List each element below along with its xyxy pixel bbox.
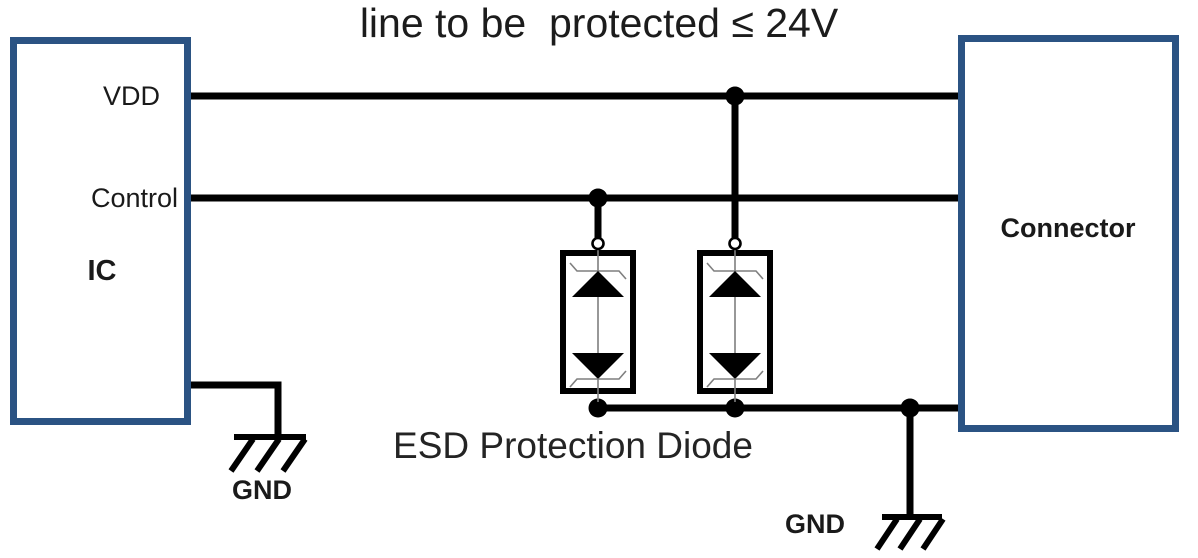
esd-diode-package-1 (560, 236, 636, 402)
diode-pin-circle (728, 236, 742, 251)
diode-pin-circle (591, 236, 605, 251)
diode-down-triangle (572, 353, 624, 379)
junction-dot-rail-gnd (900, 398, 920, 418)
junction-dot-rail-mid (725, 398, 745, 418)
gnd-label-left: GND (232, 475, 292, 505)
junction-dot-vdd (725, 86, 745, 106)
gnd-symbol-left (228, 434, 308, 473)
zener-bar-bottom (569, 370, 627, 388)
junction-dot-control (588, 188, 608, 208)
protected-line-title: line to be protected ≤ 24V (359, 0, 839, 46)
connector-box (958, 35, 1179, 432)
esd-protection-caption: ESD Protection Diode (393, 425, 753, 466)
ic-gnd-wire (191, 381, 282, 437)
diode-down-triangle (709, 353, 761, 379)
gnd-label-right: GND (785, 509, 845, 539)
gnd-symbol-right (874, 514, 946, 551)
connector-label: Connector (1000, 213, 1136, 243)
ic-pin-label-control: Control (90, 183, 178, 213)
ic-label: IC (87, 255, 117, 287)
ic-box (10, 37, 191, 425)
junction-dot-rail-left (588, 398, 608, 418)
diode-up-triangle (572, 271, 624, 297)
diode-up-triangle (709, 271, 761, 297)
esd-diode-package-2 (697, 236, 773, 402)
zener-bar-bottom (706, 370, 764, 388)
ic-pin-label-vdd: VDD (102, 81, 160, 111)
